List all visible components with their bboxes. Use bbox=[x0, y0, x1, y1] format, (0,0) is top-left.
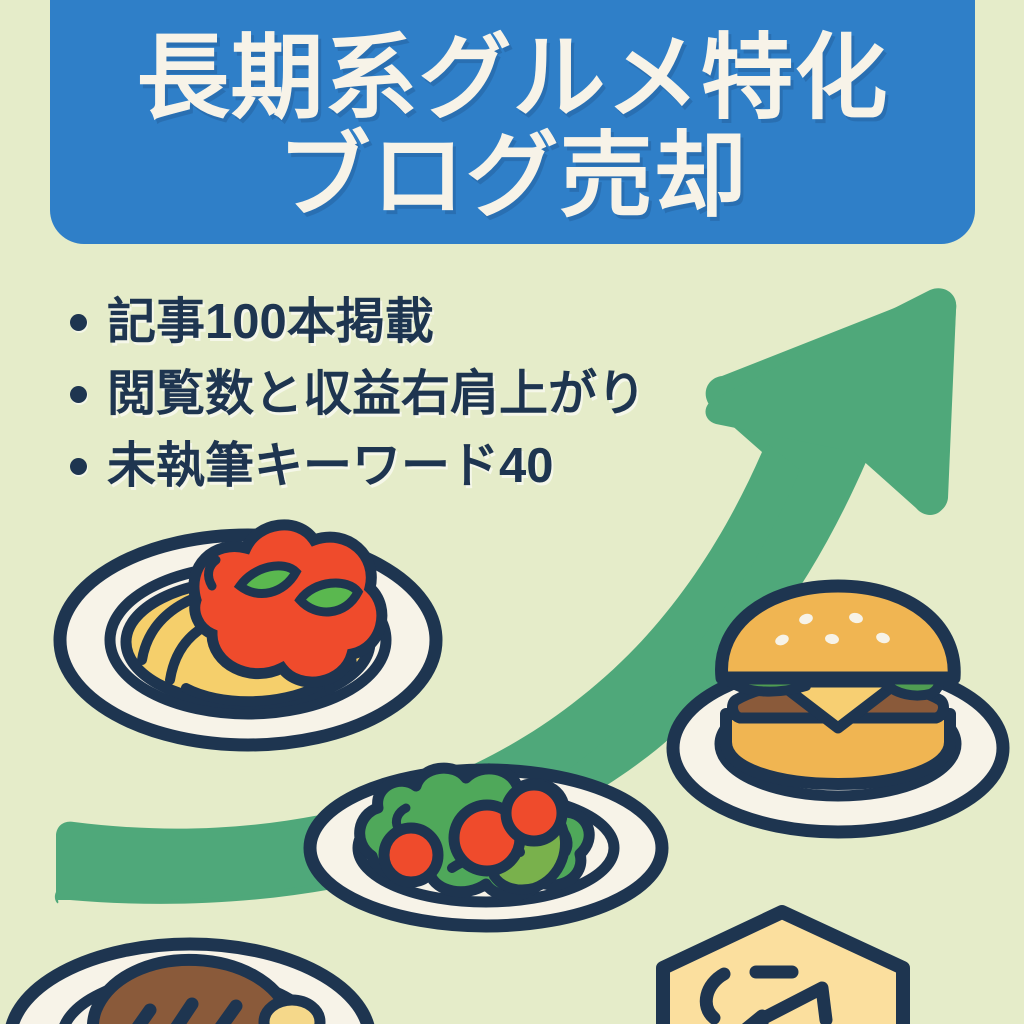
list-item: 未執筆キーワード40 bbox=[70, 430, 830, 502]
pasta-plate-illustration bbox=[53, 519, 443, 752]
bullet-dot-icon bbox=[70, 313, 87, 331]
poster-title-line-2: ブログ売却 bbox=[277, 124, 748, 229]
list-item: 記事100本掲載 bbox=[70, 286, 830, 358]
bullet-label: 未執筆キーワード40 bbox=[107, 438, 554, 493]
bullet-label: 記事100本掲載 bbox=[107, 294, 434, 349]
bullet-label: 閲覧数と収益右肩上がり bbox=[107, 366, 647, 421]
title-banner: 長期系グルメ特化 ブログ売却 bbox=[50, 0, 975, 244]
bullet-dot-icon bbox=[70, 457, 87, 475]
list-item: 閲覧数と収益右肩上がり bbox=[70, 358, 830, 430]
cheese-wedge-illustration bbox=[656, 905, 910, 1024]
poster-title-line-1: 長期系グルメ特化 bbox=[136, 25, 889, 130]
salad-plate-illustration bbox=[303, 762, 669, 933]
steak-plate-illustration bbox=[5, 937, 375, 1024]
feature-bullet-list: 記事100本掲載 閲覧数と収益右肩上がり 未執筆キーワード40 bbox=[70, 286, 830, 502]
burger-plate-illustration bbox=[666, 579, 1010, 839]
bullet-dot-icon bbox=[70, 385, 87, 403]
